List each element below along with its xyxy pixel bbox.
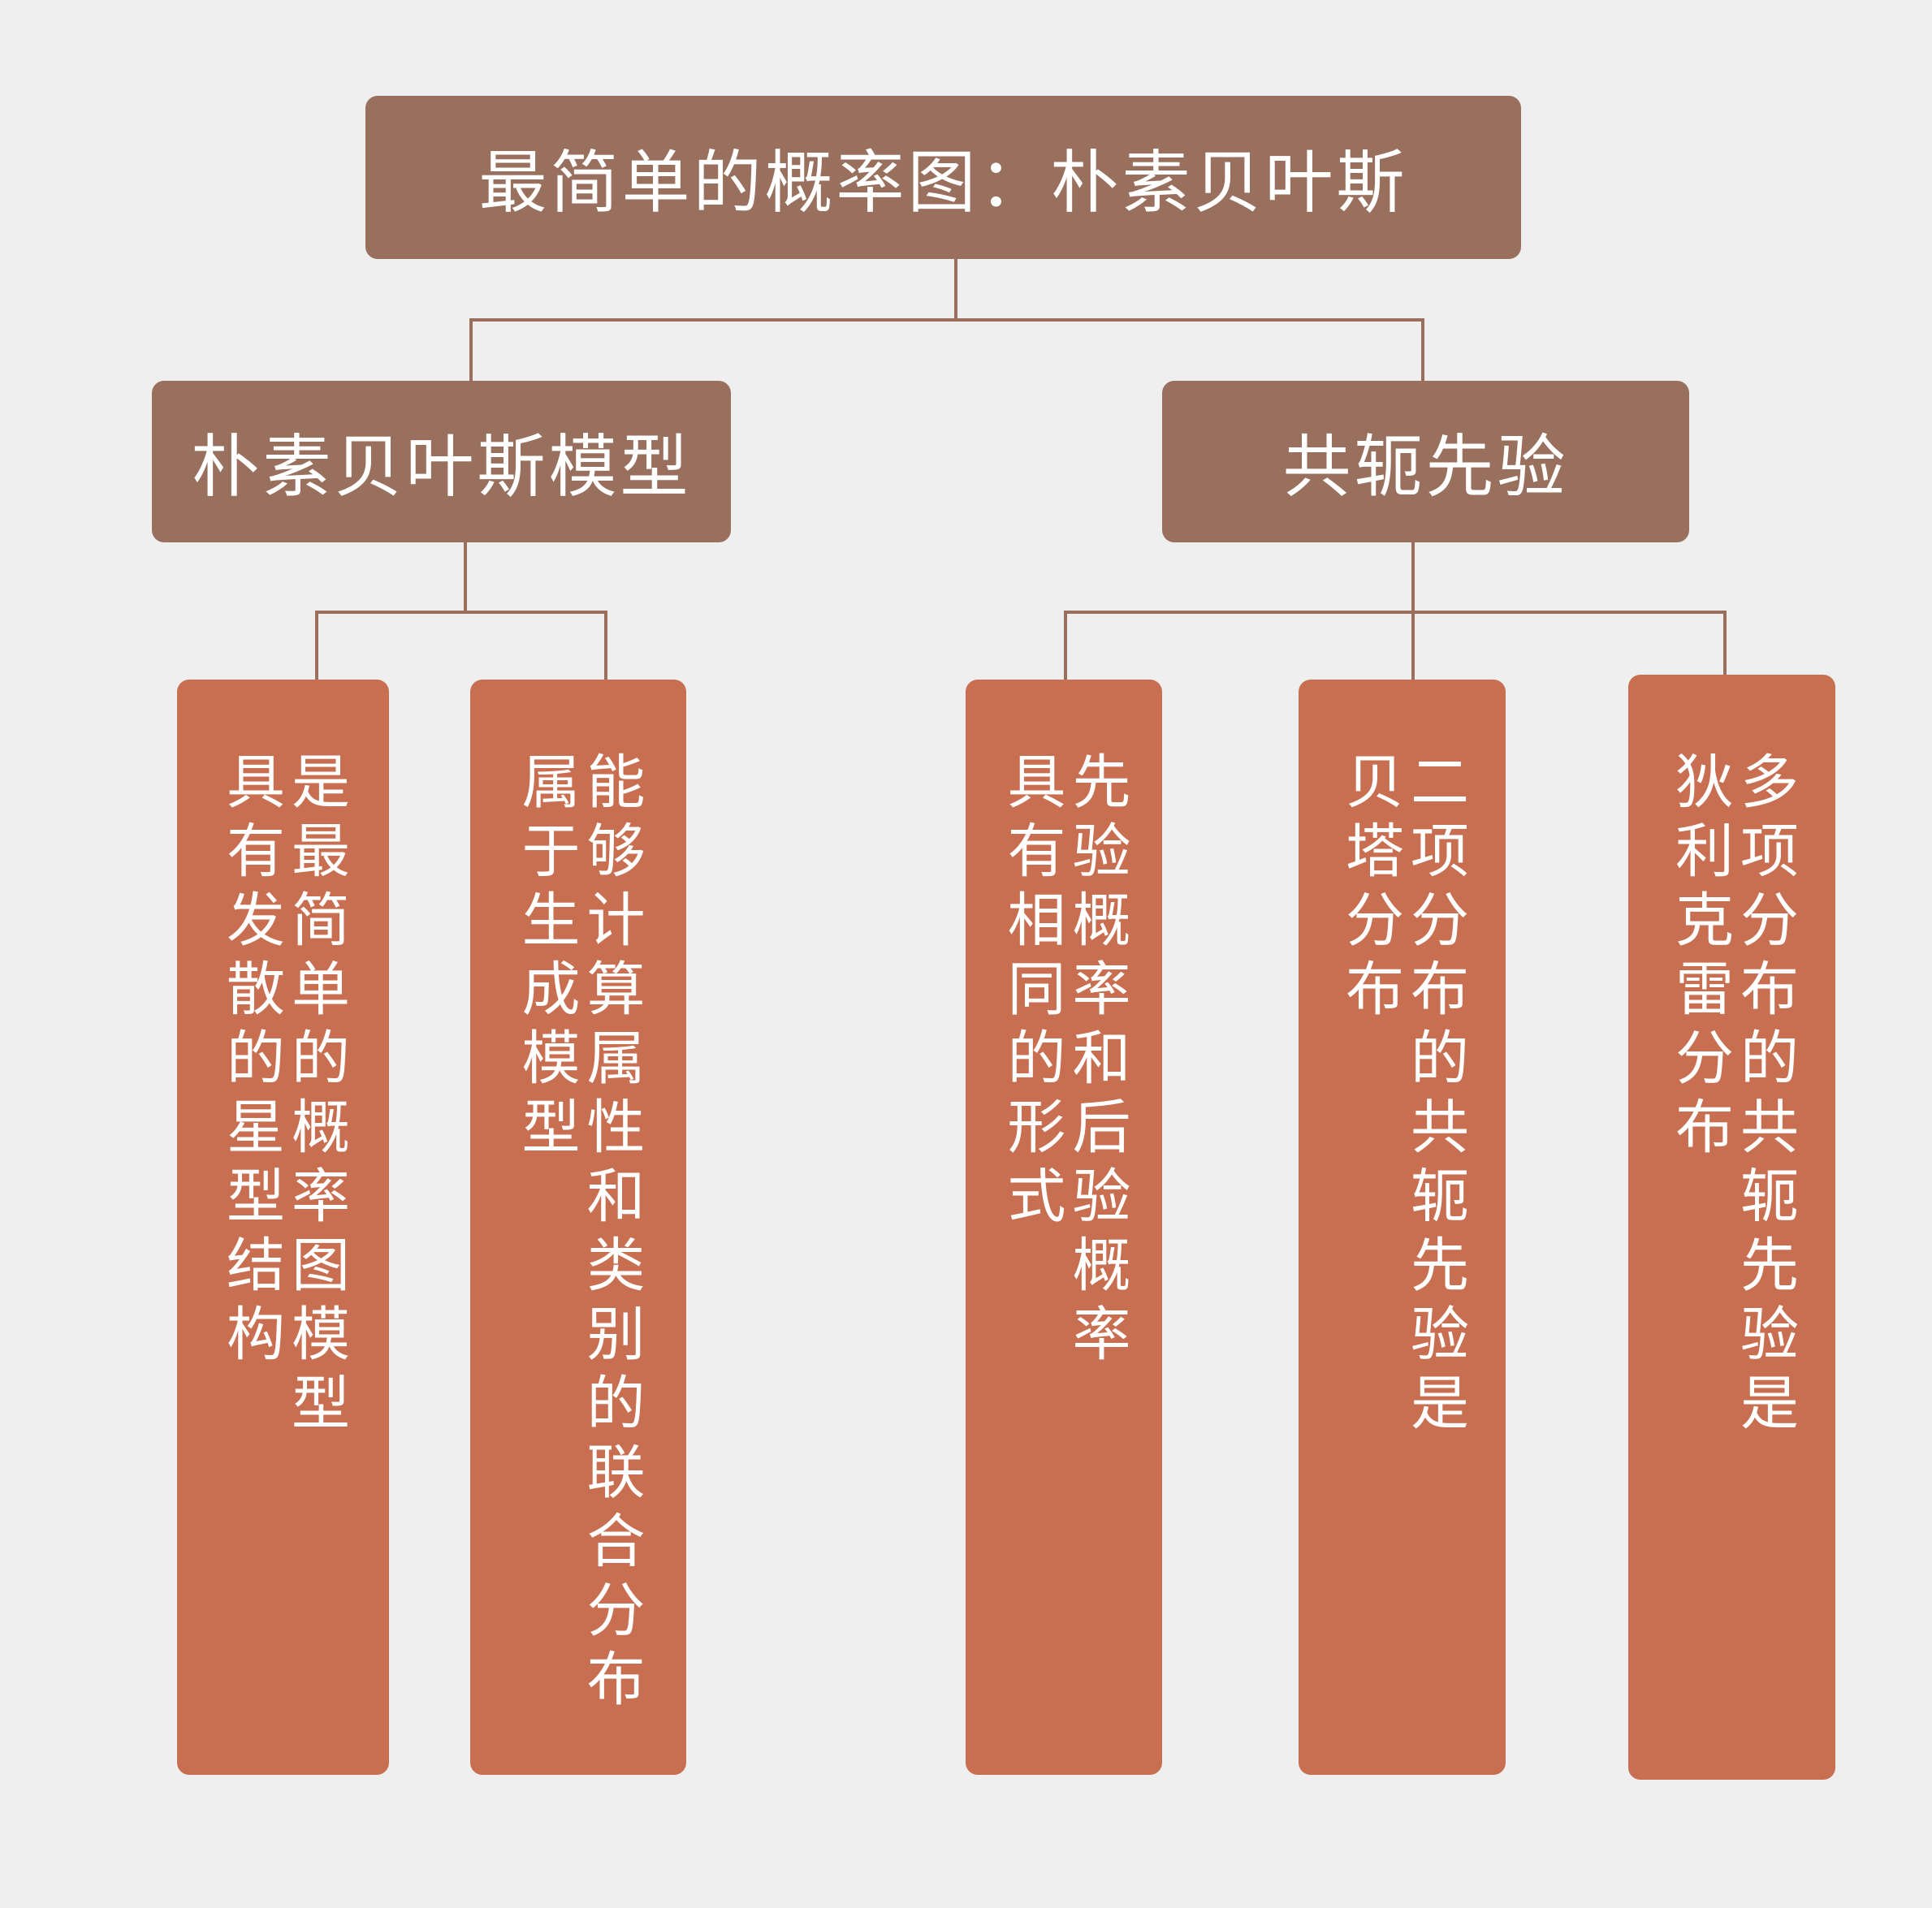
branch-conjugate-prior: 共轭先验 xyxy=(1162,381,1689,542)
branch-label: 共轭先验 xyxy=(1282,427,1569,507)
leaf-text: 具有发散的星型结构 xyxy=(216,751,285,1372)
leaf-text: 贝塔分布 xyxy=(1335,751,1404,1027)
connector xyxy=(1421,318,1424,381)
leaf-node: 多项分布的共轭先验是狄利克雷分布 xyxy=(1628,675,1835,1780)
leaf-node: 是最简单的概率图模型具有发散的星型结构 xyxy=(177,680,389,1775)
connector xyxy=(1064,611,1067,680)
connector xyxy=(1064,611,1727,614)
connector xyxy=(464,542,467,612)
connector xyxy=(469,318,1424,322)
leaf-text: 先验概率和后验概率 xyxy=(1062,751,1130,1372)
leaf-text: 属于生成模型 xyxy=(512,751,580,1165)
leaf-text: 具有相同的形式 xyxy=(997,751,1065,1234)
leaf-node: 能够计算属性和类别的联合分布属于生成模型 xyxy=(470,680,686,1775)
connector xyxy=(315,611,318,680)
connector xyxy=(315,611,607,614)
leaf-text: 狄利克雷分布 xyxy=(1665,751,1734,1165)
leaf-node: 先验概率和后验概率具有相同的形式 xyxy=(966,680,1162,1775)
leaf-text: 是最简单的概率图模型 xyxy=(281,751,350,1441)
root-title: 最简单的概率图：朴素贝叶斯 xyxy=(478,143,1408,222)
connector xyxy=(954,259,957,322)
root-node: 最简单的概率图：朴素贝叶斯 xyxy=(365,96,1521,259)
connector xyxy=(1723,611,1727,675)
branch-label: 朴素贝叶斯模型 xyxy=(191,427,692,507)
leaf-node: 二项分布的共轭先验是贝塔分布 xyxy=(1299,680,1506,1775)
connector xyxy=(469,318,473,381)
leaf-text: 二项分布的共轭先验是 xyxy=(1400,751,1469,1441)
branch-naive-bayes-model: 朴素贝叶斯模型 xyxy=(152,381,731,542)
connector xyxy=(604,611,607,680)
leaf-text: 能够计算属性和类别的联合分布 xyxy=(577,751,645,1717)
leaf-text: 多项分布的共轭先验是 xyxy=(1730,751,1799,1441)
